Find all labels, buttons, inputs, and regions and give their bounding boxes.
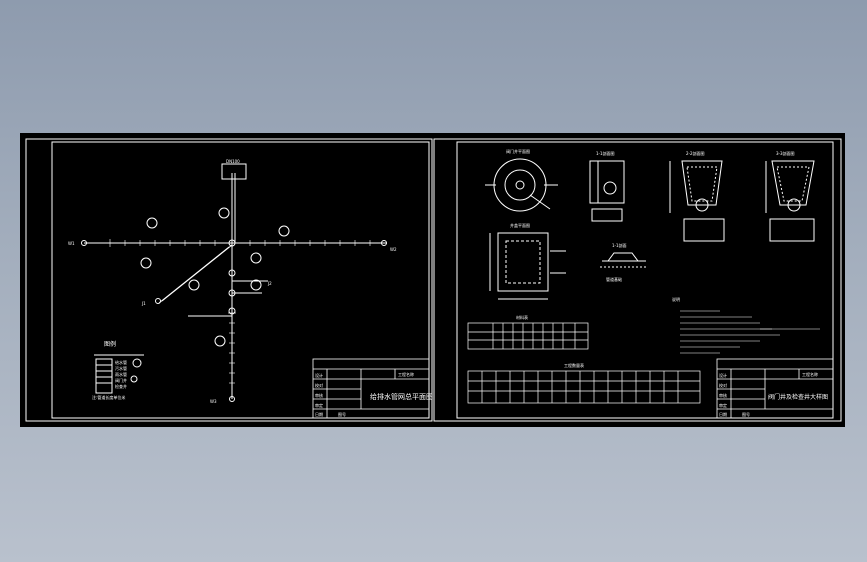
sheet-right-inner-border [456, 141, 834, 419]
tb-left-right-top-1: 工程名称 [398, 371, 414, 377]
tb-right-drawing-title: 阀门井及检查井大样图 [768, 393, 828, 401]
tb-left-row-3: 审核 [315, 392, 323, 398]
sheet-right-outer-border [433, 138, 842, 422]
detail-square-plan [489, 232, 566, 300]
legend-item-3: 雨水管 [115, 371, 127, 377]
title-block-right [716, 358, 834, 419]
sheet-left-labels: DN100 W1 W2 W3 J1 J2 图例 给水管 污水管 雨水管 阀门井 … [68, 159, 433, 417]
legend-note: 注:管道长度单位米 [92, 394, 125, 400]
node-circle-label-3 [140, 257, 152, 269]
detail-section-2 [669, 160, 725, 242]
node-circle-diag [188, 279, 200, 291]
branch-diagonal-2 [158, 246, 230, 304]
tb-right-row-4: 审定 [719, 402, 727, 408]
detail-title-6: 1-1剖面 [612, 242, 627, 248]
sheet-left-outer-border [25, 138, 433, 422]
notes-block [680, 310, 820, 354]
label-bottom-end: W3 [210, 399, 217, 404]
node-junction-4 [228, 307, 236, 315]
tb-right-row-2: 校对 [719, 382, 727, 388]
top-building-box [221, 163, 247, 180]
tb-left-row-1: 设计 [315, 372, 323, 378]
tb-right-row-3: 审核 [719, 392, 727, 398]
detail-title-7: 管道基础 [606, 276, 622, 282]
legend-title: 图例 [104, 340, 116, 348]
detail-title-5: 井盖平面图 [510, 222, 530, 228]
legend-box [94, 354, 144, 394]
node-circle-right-2 [250, 279, 262, 291]
node-circle-label-2 [278, 225, 290, 237]
legend-item-1: 给水管 [115, 359, 127, 365]
pipe-end-bottom [229, 396, 235, 402]
tb-left-row-5: 日期 [315, 411, 323, 417]
tb-left-row-2: 校对 [315, 382, 323, 388]
pipe-ticks-horizontal [109, 239, 371, 247]
pipe-end-left [81, 240, 87, 246]
cad-drawing: DN100 W1 W2 W3 J1 J2 图例 给水管 污水管 雨水管 阀门井 … [25, 138, 842, 422]
material-table [467, 322, 589, 350]
title-block-left [312, 358, 430, 419]
label-top-box: DN100 [226, 159, 240, 164]
detail-title-4: 3-3剖面图 [776, 150, 795, 156]
tb-left-row-4: 审定 [315, 402, 323, 408]
tb-left-drawing-title: 给排水管网总平面图 [370, 392, 433, 401]
legend-item-5: 检查井 [115, 383, 127, 389]
legend-item-2: 污水管 [115, 365, 127, 371]
node-circle-label-4 [214, 335, 226, 347]
detail-section-3 [765, 160, 815, 242]
pipe-end-right [381, 240, 387, 246]
sheet-right [433, 138, 842, 422]
node-junction-main [228, 239, 236, 247]
label-mid: J2 [267, 281, 272, 286]
tb-left-bottom: 图号 [338, 411, 346, 417]
label-left-end: W1 [68, 241, 75, 246]
sheet-right-labels: 阀门井平面图 1-1剖面图 2-2剖面图 3-3剖面图 井盖平面图 1-1剖面 … [506, 148, 828, 417]
sheet-left [25, 138, 433, 422]
node-junction-2 [228, 269, 236, 277]
diag-end [155, 298, 161, 304]
tb-right-row-1: 设计 [719, 372, 727, 378]
detail-title-1: 阀门井平面图 [506, 148, 530, 154]
tb-right-bottom: 图号 [742, 411, 750, 417]
detail-cover-plan [485, 158, 558, 212]
cad-viewport[interactable]: DN100 W1 W2 W3 J1 J2 图例 给水管 污水管 雨水管 阀门井 … [20, 133, 845, 427]
sheet-left-inner-border [51, 141, 430, 419]
legend-item-4: 阀门井 [115, 377, 127, 383]
label-right-end: W2 [390, 247, 397, 252]
node-circle-label-1 [146, 217, 158, 229]
detail-pipe-foundation [600, 252, 648, 268]
label-diag-end: J1 [141, 301, 146, 306]
detail-title-2: 1-1剖面图 [596, 150, 615, 156]
node-circle-top [218, 207, 230, 219]
tb-right-row-5: 日期 [719, 411, 727, 417]
material-table-title: 材料表 [516, 314, 528, 320]
notes-title: 说明 [672, 296, 680, 302]
node-circle-right-1 [250, 252, 262, 264]
detail-section-1 [589, 160, 625, 222]
quantity-table-title: 工程数量表 [564, 362, 584, 368]
quantity-table [467, 370, 701, 404]
detail-title-3: 2-2剖面图 [686, 150, 705, 156]
tb-right-right-top-1: 工程名称 [802, 371, 818, 377]
